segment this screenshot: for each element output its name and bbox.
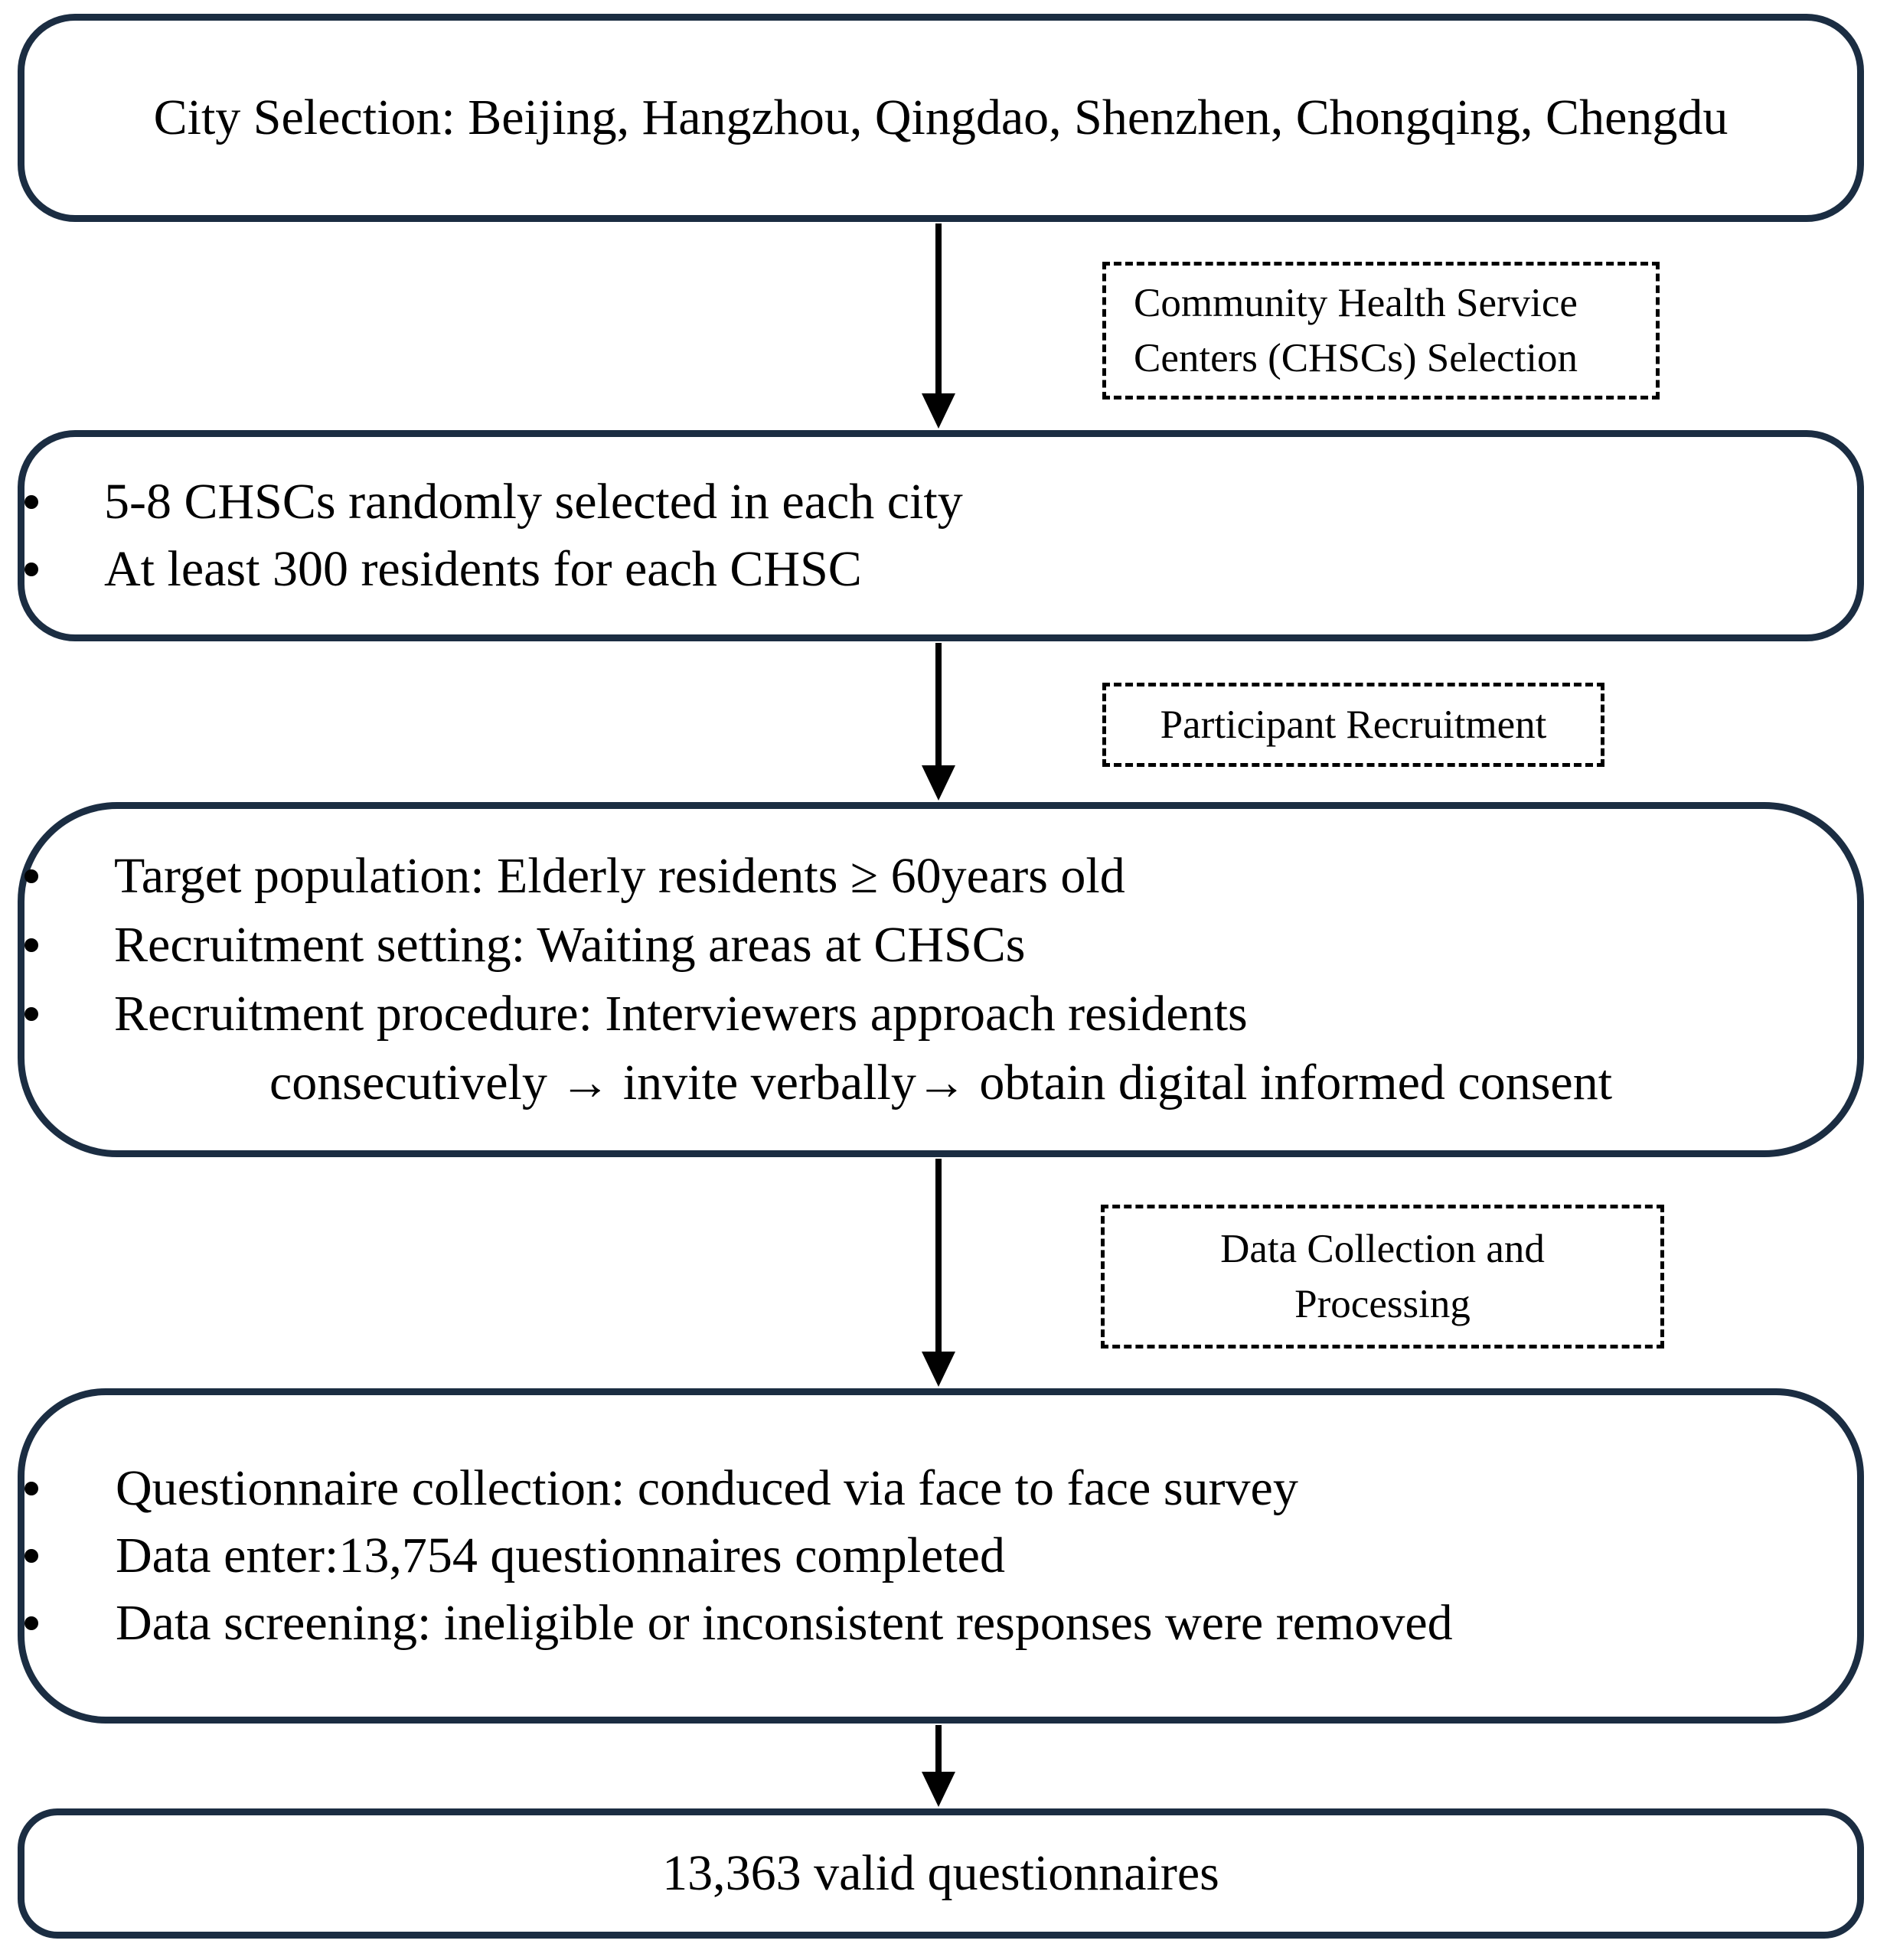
list-item: Data screening: ineligible or inconsiste… xyxy=(24,1590,1857,1657)
bullet-icon xyxy=(24,1007,38,1021)
list-item: Questionnaire collection: conduced via f… xyxy=(24,1455,1857,1522)
recruitment-details-list: Target population: Elderly residents ≥ 6… xyxy=(24,842,1857,1048)
arrowhead-icon xyxy=(922,1352,955,1387)
city-selection-text: City Selection: Beijing, Hangzhou, Qingd… xyxy=(153,90,1728,146)
box-valid-questionnaires: 13,363 valid questionnaires xyxy=(18,1808,1864,1939)
bullet-icon xyxy=(24,869,38,883)
arrow-down-icon-3 xyxy=(922,1159,955,1387)
arrowhead-icon xyxy=(922,393,955,429)
phase-label-participant-recruitment-text: Participant Recruitment xyxy=(1160,703,1547,747)
list-item: Data enter:13,754 questionnaires complet… xyxy=(24,1522,1857,1590)
bullet-icon xyxy=(24,1549,38,1563)
list-item: 5-8 CHSCs randomly selected in each city xyxy=(24,468,1857,536)
list-item: Recruitment setting: Waiting areas at CH… xyxy=(24,911,1857,980)
list-item-text: Recruitment procedure: Interviewers appr… xyxy=(114,986,1248,1042)
arrow-shaft xyxy=(935,1159,942,1356)
box-recruitment-details: Target population: Elderly residents ≥ 6… xyxy=(18,802,1864,1157)
arrow-shaft xyxy=(935,223,942,398)
list-item-text: Questionnaire collection: conduced via f… xyxy=(116,1460,1298,1516)
arrow-down-icon-1 xyxy=(922,223,955,429)
recruitment-procedure-continuation: consecutively → invite verbally→ obtain … xyxy=(269,1055,1613,1110)
phase-label-data-collection-text: Data Collection and Processing xyxy=(1220,1227,1545,1326)
phase-label-chsc-selection-text: Community Health Service Centers (CHSCs)… xyxy=(1134,281,1578,380)
box-chsc-criteria: 5-8 CHSCs randomly selected in each city… xyxy=(18,430,1864,641)
list-item: Target population: Elderly residents ≥ 6… xyxy=(24,842,1857,911)
box-city-selection: City Selection: Beijing, Hangzhou, Qingd… xyxy=(18,14,1864,222)
data-processing-list: Questionnaire collection: conduced via f… xyxy=(24,1455,1857,1657)
list-item: Recruitment procedure: Interviewers appr… xyxy=(24,980,1857,1048)
box-data-processing: Questionnaire collection: conduced via f… xyxy=(18,1388,1864,1724)
arrow-shaft xyxy=(935,1725,942,1776)
phase-label-chsc-selection: Community Health Service Centers (CHSCs)… xyxy=(1102,262,1660,400)
phase-label-participant-recruitment: Participant Recruitment xyxy=(1102,683,1604,767)
list-item: At least 300 residents for each CHSC xyxy=(24,536,1857,603)
arrowhead-icon xyxy=(922,765,955,801)
bullet-icon xyxy=(24,1482,38,1495)
list-item-text: 5-8 CHSCs randomly selected in each city xyxy=(104,474,963,530)
phase-label-data-collection: Data Collection and Processing xyxy=(1101,1205,1664,1349)
valid-questionnaires-text: 13,363 valid questionnaires xyxy=(662,1845,1219,1902)
arrowhead-icon xyxy=(922,1772,955,1807)
list-item-text: Target population: Elderly residents ≥ 6… xyxy=(114,848,1125,904)
list-item-text: Data enter:13,754 questionnaires complet… xyxy=(116,1528,1005,1583)
bullet-icon xyxy=(24,495,38,509)
chsc-criteria-list: 5-8 CHSCs randomly selected in each city… xyxy=(24,468,1857,603)
arrow-down-icon-4 xyxy=(922,1725,955,1807)
bullet-icon xyxy=(24,938,38,952)
list-item-text: Recruitment setting: Waiting areas at CH… xyxy=(114,917,1026,973)
arrow-shaft xyxy=(935,643,942,770)
bullet-icon xyxy=(24,563,38,576)
list-item-text: At least 300 residents for each CHSC xyxy=(104,541,862,597)
list-item-text: Data screening: ineligible or inconsiste… xyxy=(116,1595,1453,1651)
arrow-down-icon-2 xyxy=(922,643,955,801)
bullet-icon xyxy=(24,1616,38,1630)
